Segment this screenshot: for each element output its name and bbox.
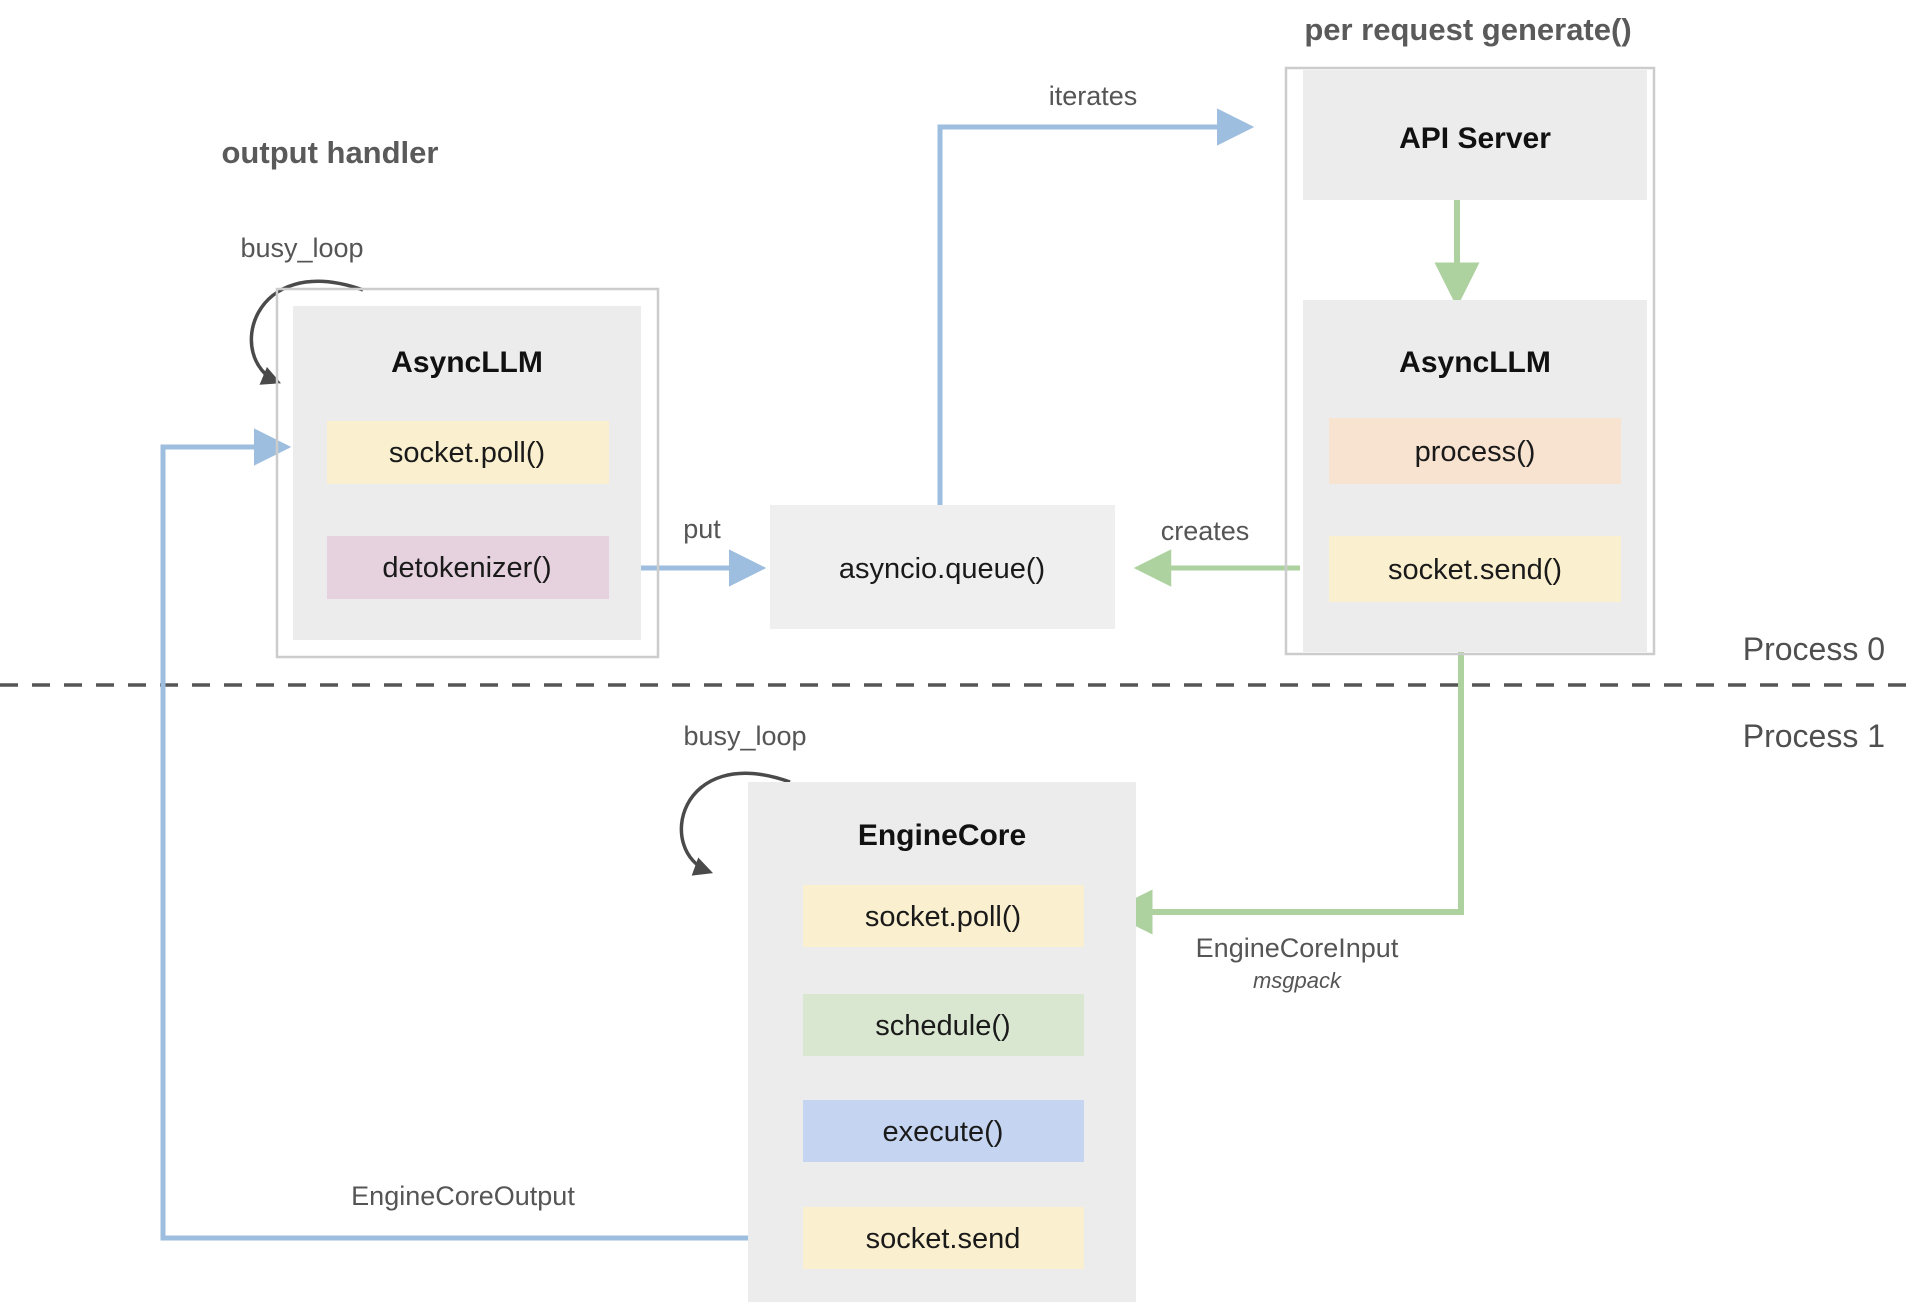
edge-label-iterates: iterates [1049, 81, 1138, 111]
edge-label-creates: creates [1161, 516, 1250, 546]
group-title-per-request-generate: per request generate() [1304, 12, 1631, 47]
edge-label-engine-core-input-sub: msgpack [1253, 968, 1342, 993]
edge-engine-core-input-path [1107, 600, 1464, 935]
asyncio-queue-label: asyncio.queue() [839, 553, 1045, 585]
engine-core-row-schedule[interactable] [803, 994, 1084, 1056]
per-request-row-process[interactable] [1329, 418, 1621, 484]
output-handler-frame [275, 287, 660, 659]
output-handler-row-detokenizer-label: detokenizer() [382, 552, 551, 584]
edge-label-put: put [683, 514, 721, 544]
group-per-request-generate: API Server AsyncLLM process() socket.sen… [1284, 66, 1656, 656]
edge-busy-loop-output-handler-path [249, 279, 364, 385]
edge-iterates-path [937, 108, 1255, 508]
engine-core-title: EngineCore [858, 819, 1026, 852]
group-output-handler: AsyncLLM socket.poll() detokenizer() [275, 287, 660, 659]
output-handler-row-socket-poll-label: socket.poll() [389, 437, 545, 469]
engine-core-row-socket-poll-label: socket.poll() [865, 901, 1021, 933]
edge-label-busy-loop-output-handler: busy_loop [240, 233, 363, 263]
process-label-top: Process 0 [1743, 631, 1885, 667]
per-request-row-process-label: process() [1415, 436, 1536, 468]
group-engine-core: EngineCore socket.poll() schedule() exec… [748, 782, 1136, 1302]
per-request-row-socket-send-label: socket.send() [1388, 554, 1562, 586]
asyncio-queue-box[interactable] [770, 505, 1115, 629]
node-asyncio-queue[interactable]: asyncio.queue() [770, 505, 1115, 629]
output-handler-row-detokenizer[interactable] [327, 536, 609, 599]
per-request-frame [1284, 66, 1656, 656]
per-request-row-socket-send[interactable] [1329, 536, 1621, 602]
engine-core-row-schedule-label: schedule() [875, 1010, 1010, 1042]
edge-label-busy-loop-engine-core: busy_loop [683, 721, 806, 751]
engine-core-row-socket-send[interactable] [803, 1207, 1084, 1269]
edge-label-engine-core-input: EngineCoreInput [1196, 933, 1399, 963]
engine-core-row-execute-label: execute() [883, 1116, 1004, 1148]
engine-core-row-execute[interactable] [803, 1100, 1084, 1162]
api-server-title: API Server [1399, 122, 1551, 155]
output-handler-row-socket-poll[interactable] [327, 421, 609, 484]
group-title-output-handler: output handler [222, 135, 439, 170]
edge-label-engine-core-output: EngineCoreOutput [351, 1181, 575, 1211]
engine-core-row-socket-send-label: socket.send [866, 1223, 1021, 1255]
api-server-box[interactable] [1303, 70, 1647, 200]
engine-core-row-socket-poll[interactable] [803, 885, 1084, 947]
edge-engine-core-output-path [160, 428, 800, 1241]
output-handler-asyncllm-title: AsyncLLM [391, 346, 543, 379]
process-label-bottom: Process 1 [1743, 718, 1885, 754]
per-request-asyncllm-title: AsyncLLM [1399, 346, 1551, 379]
edge-busy-loop-engine-core-path [679, 771, 791, 876]
